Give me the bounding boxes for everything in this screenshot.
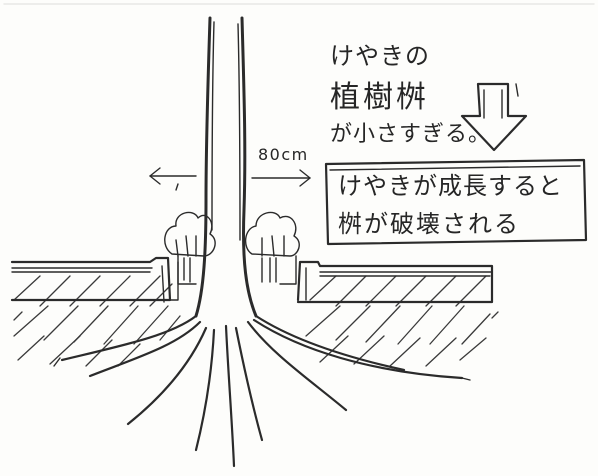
dimension-label: 80cm xyxy=(258,145,309,164)
pavement-right xyxy=(296,260,494,304)
callout-line-1: けやきが成長すると xyxy=(338,172,563,200)
tree-roots xyxy=(53,314,471,468)
callout-box xyxy=(324,158,588,246)
tree-pit xyxy=(177,255,297,285)
annotation-line-1: けやきの xyxy=(330,42,430,70)
shrub-left xyxy=(164,211,216,257)
down-arrow-icon xyxy=(460,82,528,152)
tree-trunk xyxy=(194,16,258,318)
pavement-left xyxy=(10,256,179,303)
callout-line-2: 桝が破壊される xyxy=(338,210,520,238)
annotation-line-3: が小さすぎる。 xyxy=(330,122,492,147)
dimension-arrows xyxy=(149,167,311,191)
soil-hatching xyxy=(13,275,499,367)
annotation-line-2: 植樹桝 xyxy=(330,80,429,115)
shrub-right xyxy=(245,211,300,257)
